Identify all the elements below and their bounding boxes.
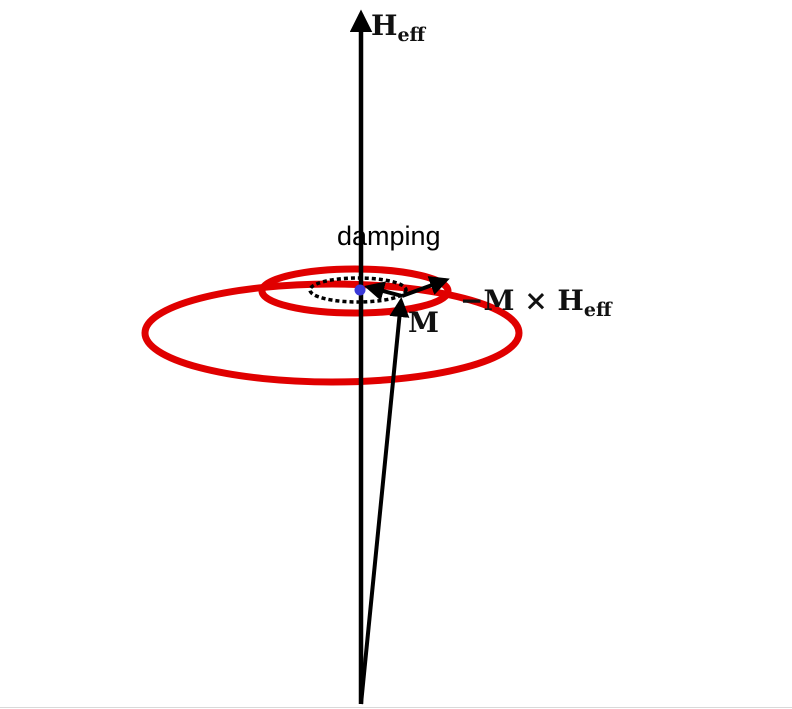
torque-label-main: −M × H	[460, 284, 584, 317]
h-eff-label: Heff	[371, 9, 427, 46]
damping-circle	[308, 276, 408, 304]
damping-vector	[364, 281, 403, 301]
magnetization-vector	[359, 297, 410, 705]
trajectory-outer-ring	[141, 280, 523, 386]
torque-label: −M × Heff	[460, 284, 613, 321]
h-eff-label-sub: eff	[397, 24, 426, 46]
h-eff-label-main: H	[371, 9, 397, 42]
damping-label: damping	[337, 221, 441, 251]
torque-label-sub: eff	[584, 299, 613, 321]
torque-vector	[401, 276, 450, 298]
magnetization-label: M	[408, 306, 439, 339]
bottom-border	[0, 707, 792, 708]
center-dot	[354, 284, 366, 296]
